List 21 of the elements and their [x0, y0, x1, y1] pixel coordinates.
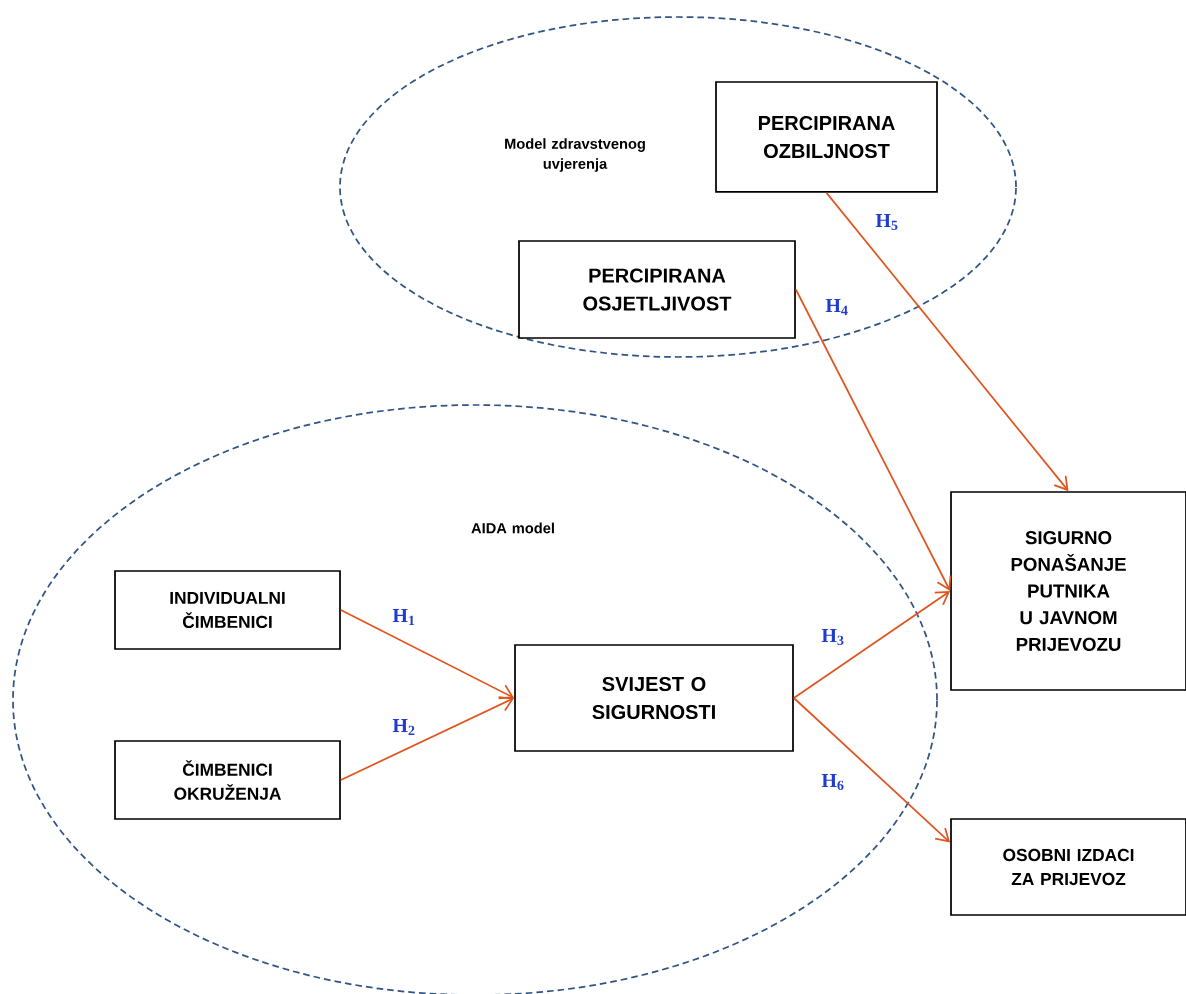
arrow [340, 696, 515, 781]
process-box: OSOBNI IZDACI ZA PRIJEVOZ [950, 818, 1186, 916]
arrow [825, 192, 1069, 492]
arrow [795, 288, 952, 591]
process-box: SVIJEST O SIGURNOSTI [514, 644, 794, 752]
process-box: ČIMBENICI OKRUŽENJA [114, 740, 341, 820]
process-box: PERCIPIRANA OSJETLJIVOST [518, 240, 796, 339]
process-box: PERCIPIRANA OZBILJNOST [715, 81, 938, 193]
group-label: AIDA model [471, 522, 554, 534]
arrow [793, 697, 951, 843]
edge-label: H$_{1}$ [391, 607, 417, 627]
edge-label: H$_{6}$ [820, 772, 846, 792]
arrow [340, 609, 515, 700]
group-label: Model zdravstvenog uvjerenja [505, 138, 645, 172]
process-box: INDIVIDUALNI ČIMBENICI [114, 570, 341, 650]
edge-label: H$_{3}$ [820, 627, 846, 647]
edge-label: H$_{2}$ [391, 717, 417, 737]
edge-label: H$_{5}$ [874, 212, 900, 232]
arrow [793, 591, 951, 699]
process-box: SIGURNO PONAŠANJE PUTNIKA U JAVNOM PRIJEVOZU [950, 491, 1186, 691]
edge-label: H$_{4}$ [824, 297, 850, 317]
